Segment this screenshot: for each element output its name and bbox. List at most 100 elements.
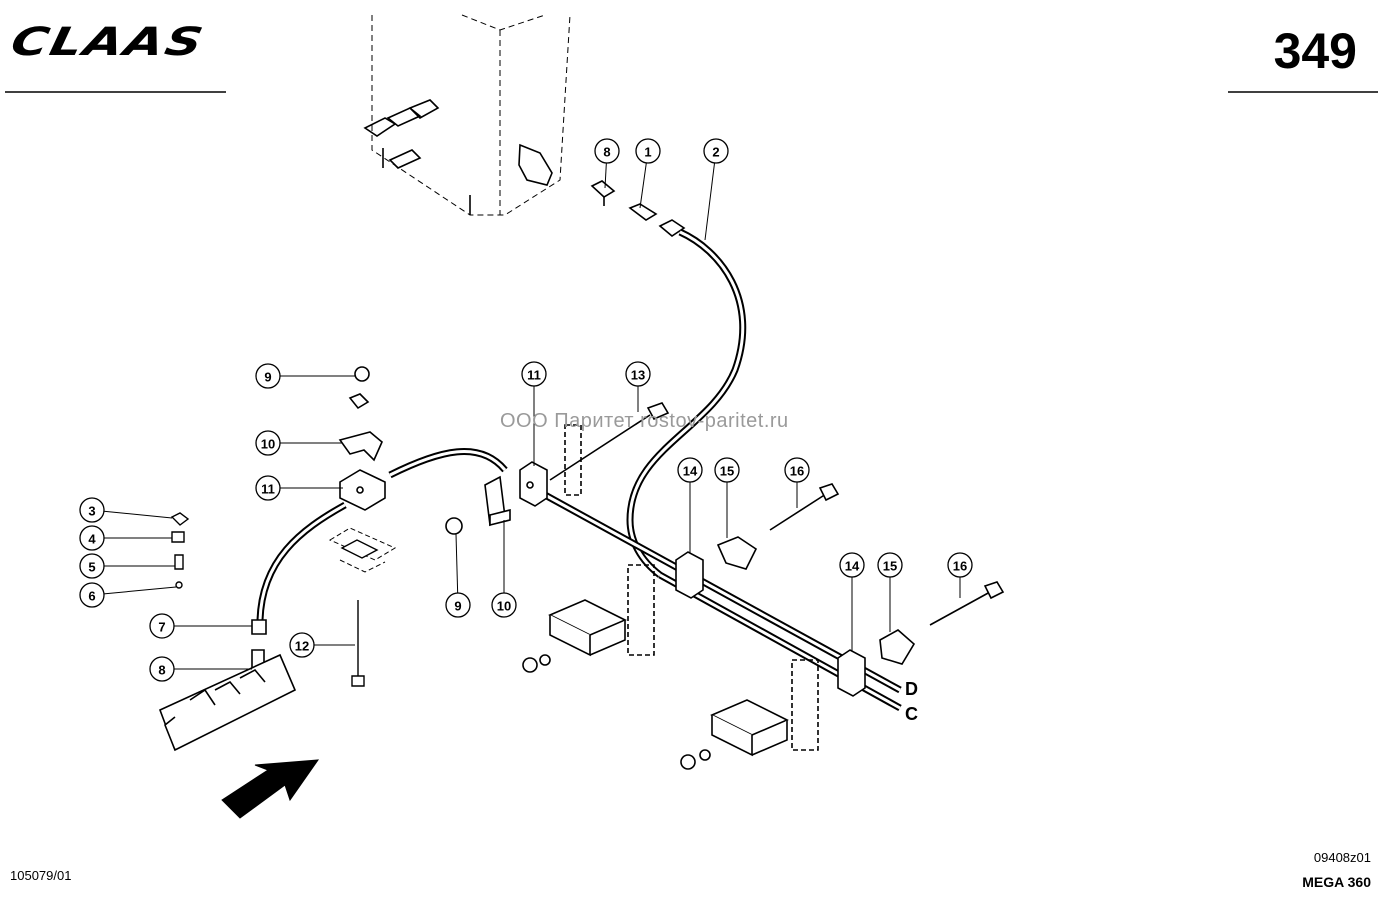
- callout-circle: [289, 632, 315, 658]
- callout-c14a: 14: [677, 457, 703, 553]
- page-number: 349: [1273, 23, 1357, 79]
- callout-number: 6: [88, 589, 95, 604]
- callout-c15a: 15: [714, 457, 740, 538]
- top-fittings: [590, 180, 686, 237]
- line-label-d: D: [905, 679, 918, 699]
- bolt-13: [549, 402, 670, 496]
- upper-housing-outline: [371, 14, 571, 216]
- callout-number: 11: [261, 482, 275, 497]
- hose-left: [256, 448, 508, 621]
- callout-circle: [714, 457, 740, 483]
- callout-c1: 1: [635, 138, 661, 209]
- callout-number: 16: [790, 464, 804, 479]
- callout-circle: [255, 475, 281, 501]
- watermark: ООО Паритет rostov-paritet.ru: [500, 410, 789, 432]
- callout-c2: 2: [703, 138, 729, 241]
- callout-number: 4: [88, 532, 96, 547]
- callout-number: 13: [631, 368, 645, 383]
- callout-circle: [703, 138, 729, 164]
- callout-c8b: 8: [149, 656, 252, 682]
- callout-circle: [877, 552, 903, 578]
- callout-number: 16: [953, 559, 967, 574]
- callout-number: 15: [720, 464, 734, 479]
- callout-number: 10: [261, 437, 275, 452]
- callout-number: 11: [527, 368, 541, 383]
- callout-circle: [491, 592, 517, 618]
- callout-number: 2: [712, 145, 719, 160]
- hose-2: [626, 228, 747, 578]
- callout-number: 7: [158, 620, 165, 635]
- upper-connectors: [363, 99, 553, 215]
- callout-c8a: 8: [594, 138, 620, 189]
- callout-circle: [625, 361, 651, 387]
- bracket-10-left: [338, 366, 383, 462]
- callout-circle: [79, 553, 105, 579]
- clamp-set-a: [675, 483, 840, 599]
- callout-c16b: 16: [947, 552, 973, 598]
- callout-c11a: 11: [255, 475, 343, 501]
- callout-c11b: 11: [521, 361, 547, 466]
- callout-circle: [635, 138, 661, 164]
- model-name: MEGA 360: [1302, 874, 1371, 890]
- callout-number: 12: [295, 639, 309, 654]
- bottom-fittings: [251, 619, 267, 669]
- callout-c12: 12: [289, 632, 355, 658]
- callout-c9b: 9: [445, 533, 471, 618]
- callout-c4: 4: [79, 525, 172, 551]
- callout-leader: [103, 586, 177, 595]
- bracket-10-center: [445, 475, 511, 535]
- callout-number: 8: [158, 663, 165, 678]
- callout-number: 10: [497, 599, 511, 614]
- callout-circle: [594, 138, 620, 164]
- callout-circle: [79, 497, 105, 523]
- callout-circle: [521, 361, 547, 387]
- callout-circle: [79, 582, 105, 608]
- callout-leader: [103, 510, 173, 519]
- callout-circle: [947, 552, 973, 578]
- clamp-set-b: [837, 581, 1005, 697]
- direction-arrow: [221, 759, 320, 819]
- callout-c9a: 9: [255, 363, 355, 389]
- callout-circle: [255, 430, 281, 456]
- callout-c14b: 14: [839, 552, 865, 651]
- line-label-c: C: [905, 704, 918, 724]
- callout-c7: 7: [149, 613, 252, 639]
- callout-leader: [704, 162, 716, 241]
- callout-circle: [255, 363, 281, 389]
- callout-c3: 3: [79, 497, 173, 523]
- callout-circle: [149, 613, 175, 639]
- callout-number: 9: [454, 599, 461, 614]
- callout-number: 3: [88, 504, 95, 519]
- callout-number: 8: [603, 145, 610, 160]
- callout-c16a: 16: [784, 457, 810, 508]
- callout-circle: [839, 552, 865, 578]
- callout-number: 15: [883, 559, 897, 574]
- callout-c15b: 15: [877, 552, 903, 632]
- drawing-number: 105079/01: [10, 868, 72, 883]
- callout-circle: [149, 656, 175, 682]
- callout-circle: [677, 457, 703, 483]
- lower-block-b: [680, 659, 819, 770]
- callout-circle: [445, 592, 471, 618]
- callout-leader: [455, 533, 459, 594]
- callout-c6: 6: [79, 582, 177, 608]
- callout-number: 14: [845, 559, 860, 574]
- callout-circle: [784, 457, 810, 483]
- callout-c10a: 10: [255, 430, 342, 456]
- clamp-11-left: [339, 469, 386, 511]
- callout-c5: 5: [79, 553, 175, 579]
- callout-leader: [639, 162, 647, 209]
- control-valve-block: [158, 653, 297, 752]
- callout-c13: 13: [625, 361, 651, 412]
- callout-number: 1: [644, 145, 651, 160]
- callout-number: 14: [683, 464, 698, 479]
- callout-circle: [79, 525, 105, 551]
- reference-code: 09408z01: [1313, 850, 1371, 865]
- clamp-11-right: [519, 461, 548, 507]
- callout-c10b: 10: [491, 520, 517, 618]
- lower-block-a: [522, 564, 655, 673]
- callout-number: 5: [88, 560, 95, 575]
